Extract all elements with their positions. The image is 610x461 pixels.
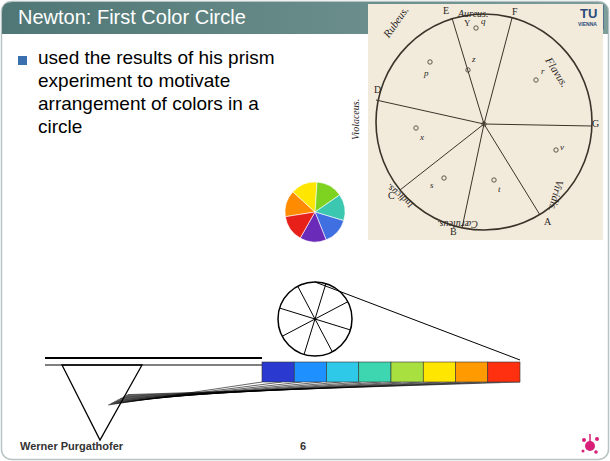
point-letter: E <box>443 5 449 17</box>
sector-line <box>462 124 484 228</box>
point-letter: s <box>430 180 434 191</box>
bullet-text: used the results of his prism experiment… <box>38 46 300 138</box>
point-letter: v <box>560 142 564 153</box>
prism-figure <box>45 282 520 440</box>
figure-ground <box>368 4 603 240</box>
wheel-spoke <box>282 319 315 336</box>
wheel-sector <box>285 212 315 238</box>
spectrum-segment <box>294 362 326 382</box>
wheel-spoke <box>298 286 315 319</box>
point-letter: t <box>498 184 501 195</box>
wheel-spoke <box>315 319 332 352</box>
sector-mark <box>414 126 418 130</box>
sector-line <box>484 18 512 124</box>
spectrum-segment <box>423 362 455 382</box>
sector-line <box>452 18 484 124</box>
newton-circle-figure <box>368 4 603 240</box>
sector-line <box>484 124 540 215</box>
spectrum-segment <box>359 362 391 382</box>
point-letter: G <box>592 118 599 130</box>
bullet-mark <box>18 56 27 65</box>
newton-circle <box>376 14 592 230</box>
point-letter: x <box>420 132 424 143</box>
point-letter: Y <box>464 18 471 29</box>
logo-text: VIENNA <box>578 21 597 27</box>
page-number: 6 <box>300 440 306 453</box>
point-letter: F <box>512 6 518 18</box>
sector-mark <box>428 60 432 64</box>
sector-mark <box>466 68 470 72</box>
color-name: Cæruleus. <box>437 218 478 230</box>
sector-mark <box>492 178 496 182</box>
sector-line <box>400 124 484 190</box>
sector-line <box>376 100 484 124</box>
sector-mark <box>482 122 486 126</box>
spectrum-segment <box>327 362 359 382</box>
point-letter: z <box>472 54 476 65</box>
spectrum-segment <box>456 362 488 382</box>
logo-splash <box>582 434 600 454</box>
spectrum-band <box>262 362 520 382</box>
logo-text: TU <box>580 6 597 22</box>
spectrum-segment <box>488 362 520 382</box>
ray-line <box>45 357 262 359</box>
author-name: Werner Purgathofer <box>20 440 123 453</box>
color-wheel <box>285 182 345 242</box>
point-letter: C <box>388 190 395 202</box>
wheel-spoke <box>315 302 348 319</box>
color-name: Violaceus. <box>350 99 362 140</box>
point-letter: r <box>541 66 545 77</box>
prism-triangle <box>62 365 142 440</box>
sector-mark <box>554 148 558 152</box>
wheel-outline <box>278 282 352 356</box>
sector-mark <box>534 78 538 82</box>
point-letter: B <box>450 226 457 238</box>
point-letter: A <box>544 216 551 228</box>
refracted-ray <box>128 382 521 395</box>
spectrum-segment <box>262 362 294 382</box>
projection-line <box>315 282 520 360</box>
point-letter: p <box>424 68 429 79</box>
sector-mark <box>474 26 478 30</box>
sector-line <box>484 124 592 126</box>
wheel-sector <box>293 182 317 212</box>
point-letter: D <box>374 84 381 96</box>
sector-mark <box>442 176 446 180</box>
slide-title: Newton: First Color Circle <box>18 5 246 29</box>
spectrum-segment <box>391 362 423 382</box>
point-letter: q <box>481 16 486 27</box>
